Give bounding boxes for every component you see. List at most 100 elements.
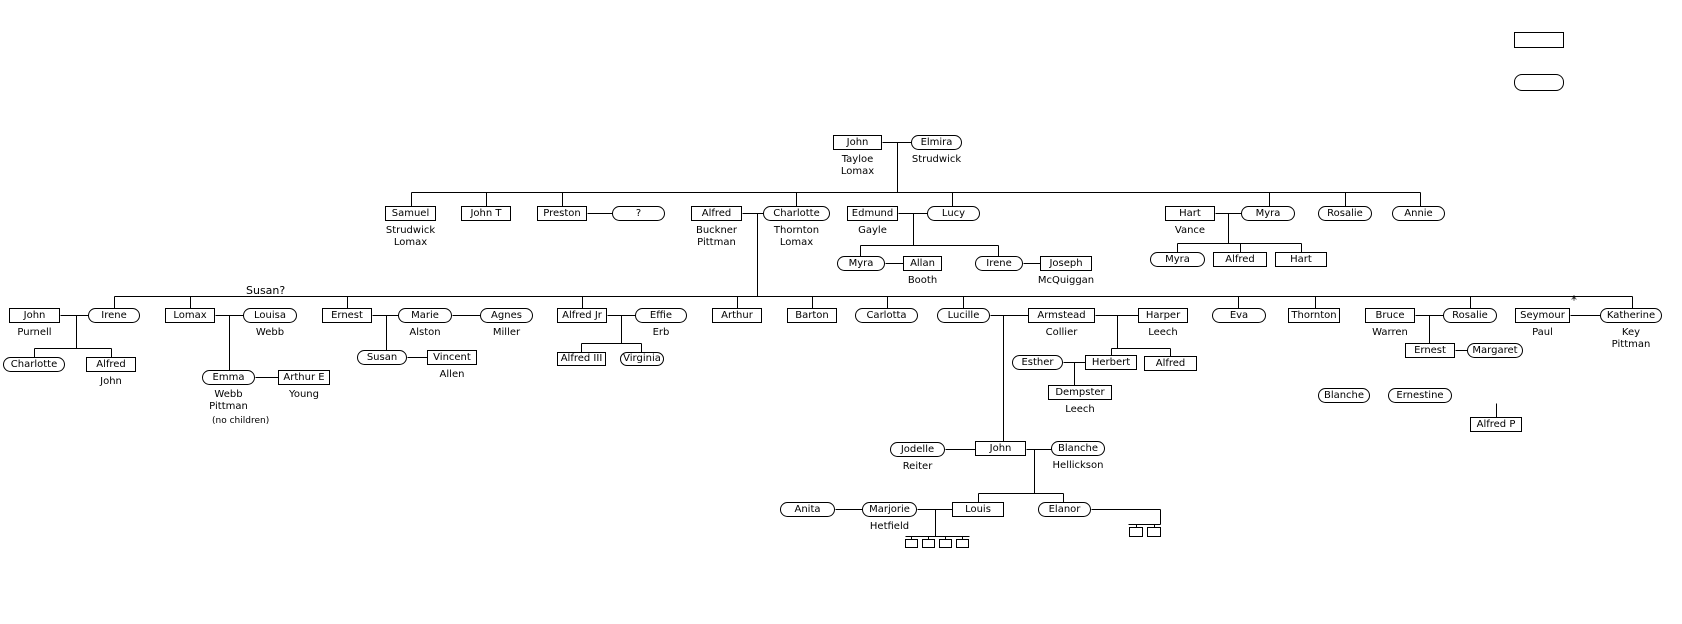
surname-label-vincent: Allen — [439, 369, 465, 380]
person-margaret[interactable]: Margaret — [1467, 343, 1523, 358]
person-myra[interactable]: Myra — [1241, 206, 1295, 221]
person-lucy[interactable]: Lucy — [927, 206, 980, 221]
person-arthur[interactable]: Arthur — [712, 308, 762, 323]
legend-male-symbol — [1514, 32, 1564, 48]
surname-label-edmund: Gayle — [858, 225, 887, 236]
surname-label-dempster: Leech — [1065, 404, 1095, 415]
person-dempster[interactable]: Dempster — [1048, 385, 1112, 400]
person-alfred-p[interactable]: Alfred P — [1470, 417, 1522, 432]
person-alfred[interactable]: Alfred — [1144, 356, 1197, 371]
person-joseph[interactable]: Joseph — [1040, 256, 1092, 271]
person-irene[interactable]: Irene — [88, 308, 140, 323]
unnamed-child-box[interactable] — [1129, 527, 1143, 537]
person-marjorie[interactable]: Marjorie — [862, 502, 917, 517]
surname-label-jodelle: Reiter — [902, 461, 933, 472]
person-rosalie[interactable]: Rosalie — [1318, 206, 1372, 221]
person-emma[interactable]: Emma — [202, 370, 255, 385]
unnamed-child-box[interactable] — [939, 539, 952, 548]
surname-label-effie: Erb — [652, 327, 670, 338]
person-lomax[interactable]: Lomax — [165, 308, 215, 323]
person-unknown[interactable]: ? — [612, 206, 665, 221]
person-ernestine[interactable]: Ernestine — [1388, 388, 1452, 403]
person-louisa[interactable]: Louisa — [243, 308, 297, 323]
person-alfred-jr[interactable]: Alfred Jr — [557, 308, 607, 323]
person-carlotta[interactable]: Carlotta — [855, 308, 918, 323]
surname-label-alfred: Buckner Pittman — [695, 225, 738, 248]
person-armstead[interactable]: Armstead — [1028, 308, 1095, 323]
surname-label-emma: Webb Pittman — [209, 389, 248, 412]
person-myra[interactable]: Myra — [1150, 252, 1205, 267]
person-katherine[interactable]: Katherine — [1600, 308, 1662, 323]
person-vincent[interactable]: Vincent — [427, 350, 477, 365]
person-allan[interactable]: Allan — [903, 256, 942, 271]
person-marie[interactable]: Marie — [398, 308, 452, 323]
surname-label-elmira: Strudwick — [911, 154, 962, 165]
person-arthur-e[interactable]: Arthur E — [278, 370, 330, 385]
surname-label-john: Purnell — [17, 327, 52, 338]
person-lucille[interactable]: Lucille — [937, 308, 990, 323]
person-seymour[interactable]: Seymour — [1515, 308, 1570, 323]
person-john[interactable]: John — [833, 135, 882, 150]
surname-label-alfred: John — [100, 376, 122, 387]
surname-label-katherine: Key Pittman — [1611, 327, 1651, 350]
person-virginia[interactable]: Virginia — [620, 352, 664, 366]
surname-label-allan: Booth — [907, 275, 938, 286]
person-agnes[interactable]: Agnes — [480, 308, 533, 323]
person-effie[interactable]: Effie — [635, 308, 687, 323]
person-herbert[interactable]: Herbert — [1085, 355, 1137, 370]
person-esther[interactable]: Esther — [1012, 355, 1063, 370]
person-blanche[interactable]: Blanche — [1318, 388, 1370, 403]
person-blanche[interactable]: Blanche — [1051, 441, 1105, 456]
person-annie[interactable]: Annie — [1392, 206, 1445, 221]
surname-label-arthur-e: Young — [289, 389, 319, 400]
unnamed-child-box[interactable] — [922, 539, 935, 548]
person-edmund[interactable]: Edmund — [847, 206, 898, 221]
surname-label-joseph: McQuiggan — [1037, 275, 1095, 286]
surname-label-armstead: Collier — [1045, 327, 1078, 338]
surname-label-seymour: Paul — [1532, 327, 1553, 338]
person-anita[interactable]: Anita — [780, 502, 835, 517]
person-alfred[interactable]: Alfred — [691, 206, 742, 221]
person-bruce[interactable]: Bruce — [1365, 308, 1415, 323]
person-john[interactable]: John — [975, 441, 1026, 456]
annotation-asterisk-note: * — [1571, 293, 1577, 307]
surname-label-marjorie: Hetfield — [869, 521, 910, 532]
person-irene[interactable]: Irene — [975, 256, 1023, 271]
person-charlotte[interactable]: Charlotte — [3, 357, 65, 372]
surname-label-charlotte: Thornton Lomax — [773, 225, 820, 248]
surname-label-bruce: Warren — [1372, 327, 1408, 338]
person-alfred[interactable]: Alfred — [1213, 252, 1267, 267]
person-preston[interactable]: Preston — [537, 206, 587, 221]
person-john[interactable]: John — [9, 308, 60, 323]
person-hart[interactable]: Hart — [1165, 206, 1215, 221]
person-elmira[interactable]: Elmira — [911, 135, 962, 150]
person-rosalie[interactable]: Rosalie — [1443, 308, 1497, 323]
legend-female-symbol — [1514, 74, 1564, 91]
surname-label-samuel: Strudwick Lomax — [385, 225, 436, 248]
person-samuel[interactable]: Samuel — [385, 206, 436, 221]
annotation-no-children: (no children) — [212, 416, 270, 426]
person-susan[interactable]: Susan — [357, 350, 407, 365]
person-harper[interactable]: Harper — [1138, 308, 1188, 323]
person-alfred-iii[interactable]: Alfred III — [557, 352, 606, 366]
unnamed-child-box[interactable] — [956, 539, 969, 548]
surname-label-harper: Leech — [1148, 327, 1178, 338]
person-louis[interactable]: Louis — [952, 502, 1004, 517]
person-elanor[interactable]: Elanor — [1038, 502, 1091, 517]
person-jodelle[interactable]: Jodelle — [890, 442, 945, 457]
person-hart[interactable]: Hart — [1275, 252, 1327, 267]
person-barton[interactable]: Barton — [787, 308, 837, 323]
person-alfred[interactable]: Alfred — [86, 357, 136, 372]
person-charlotte[interactable]: Charlotte — [763, 206, 830, 221]
surname-label-agnes: Miller — [492, 327, 521, 338]
person-ernest[interactable]: Ernest — [322, 308, 372, 323]
person-ernest[interactable]: Ernest — [1405, 343, 1455, 358]
person-myra[interactable]: Myra — [837, 256, 885, 271]
person-thornton[interactable]: Thornton — [1288, 308, 1340, 323]
person-john-t[interactable]: John T — [461, 206, 511, 221]
person-eva[interactable]: Eva — [1212, 308, 1266, 323]
unnamed-child-box[interactable] — [905, 539, 918, 548]
unnamed-child-box[interactable] — [1147, 527, 1161, 537]
